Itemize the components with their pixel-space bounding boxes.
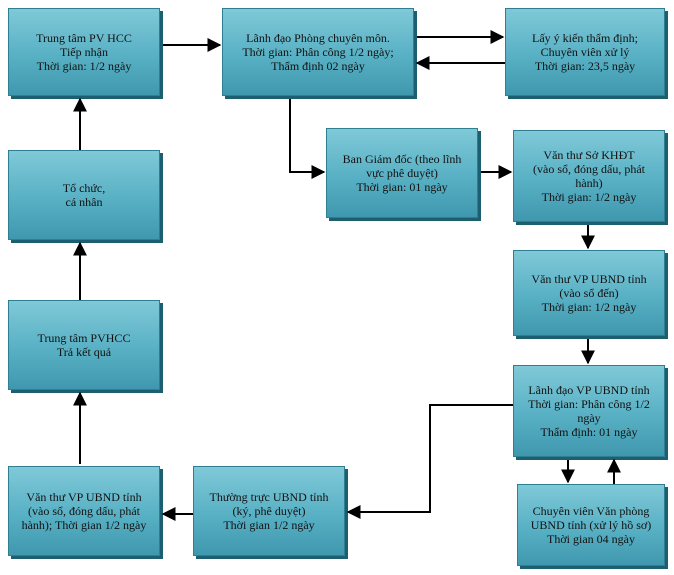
box-line: Văn thư Sở KHĐT <box>543 148 635 162</box>
box-line: Lãnh đạo Phòng chuyên môn. <box>246 31 390 45</box>
box-line: Thẩm định 02 ngày <box>271 59 365 73</box>
box-line: Tiếp nhận <box>60 45 108 59</box>
box-line: Thời gian: 01 ngày <box>356 180 448 194</box>
box-line: (vào sổ, đóng dấu, phát <box>28 504 140 518</box>
box-line: Trung tâm PV HCC <box>36 31 132 45</box>
box-line: hành); Thời gian 1/2 ngày <box>21 518 147 532</box>
box-line: Thường trực UBND tỉnh <box>209 490 329 504</box>
box-line: Thời gian 04 ngày <box>547 532 635 546</box>
box-line: Chuyên viên Văn phòng <box>532 504 650 518</box>
box-line: Tổ chức, <box>62 181 106 195</box>
box-line: Thời gian 1/2 ngày <box>223 518 315 532</box>
box-line: (ký, phê duyệt) <box>232 504 306 518</box>
box-line: (vào sổ, đóng dấu, phát <box>533 162 645 176</box>
box-line: Thời gian: 23,5 ngày <box>534 59 636 73</box>
box-line: cá nhân <box>65 195 103 209</box>
box-line: Ban Giám đốc (theo lĩnh <box>342 152 462 166</box>
box-line: Thời gian: Phân công 1/2 ngày; <box>242 45 394 59</box>
box-van-thu-vp-den: Văn thư VP UBND tỉnh(vào sổ đến)Thời gia… <box>513 250 665 336</box>
box-line: Lấy ý kiến thẩm định; <box>532 31 638 45</box>
box-line: ngày <box>577 411 601 425</box>
box-line: Trung tâm PVHCC <box>37 331 131 345</box>
box-line: Văn thư VP UBND tỉnh <box>531 272 647 286</box>
box-line: hành) <box>575 176 603 190</box>
box-line: (vào sổ đến) <box>559 286 619 300</box>
box-line: Thời gian: 1/2 ngày <box>541 190 637 204</box>
box-line: Trả kết quả <box>56 345 112 359</box>
box-line: Văn thư VP UBND tỉnh <box>26 490 142 504</box>
box-lanh-dao-phong: Lãnh đạo Phòng chuyên môn.Thời gian: Phâ… <box>222 8 414 96</box>
arrow-lanhdaovp-to-thuongtruc <box>346 404 513 519</box>
box-van-thu-vp-phat-hanh: Văn thư VP UBND tỉnh(vào sổ, đóng dấu, p… <box>8 466 160 556</box>
box-line: Thời gian: Phân công 1/2 <box>528 397 650 411</box>
box-line: Lãnh đạo VP UBND tỉnh <box>528 383 650 397</box>
box-line: Thẩm định: 01 ngày <box>540 425 638 439</box>
box-line: vực phê duyệt) <box>366 166 438 180</box>
box-thuong-truc: Thường trực UBND tỉnh(ký, phê duyệt)Thời… <box>193 466 345 556</box>
arrow-lanhdao-to-bangiamdoc <box>289 99 326 179</box>
box-line: Thời gian: 1/2 ngày <box>541 300 637 314</box>
box-line: UBND tỉnh (xử lý hồ sơ) <box>530 518 652 532</box>
box-line: Thời gian: 1/2 ngày <box>36 59 132 73</box>
box-line: Chuyên viên xử lý <box>540 45 630 59</box>
box-to-chuc: Tổ chức,cá nhân <box>8 150 160 240</box>
